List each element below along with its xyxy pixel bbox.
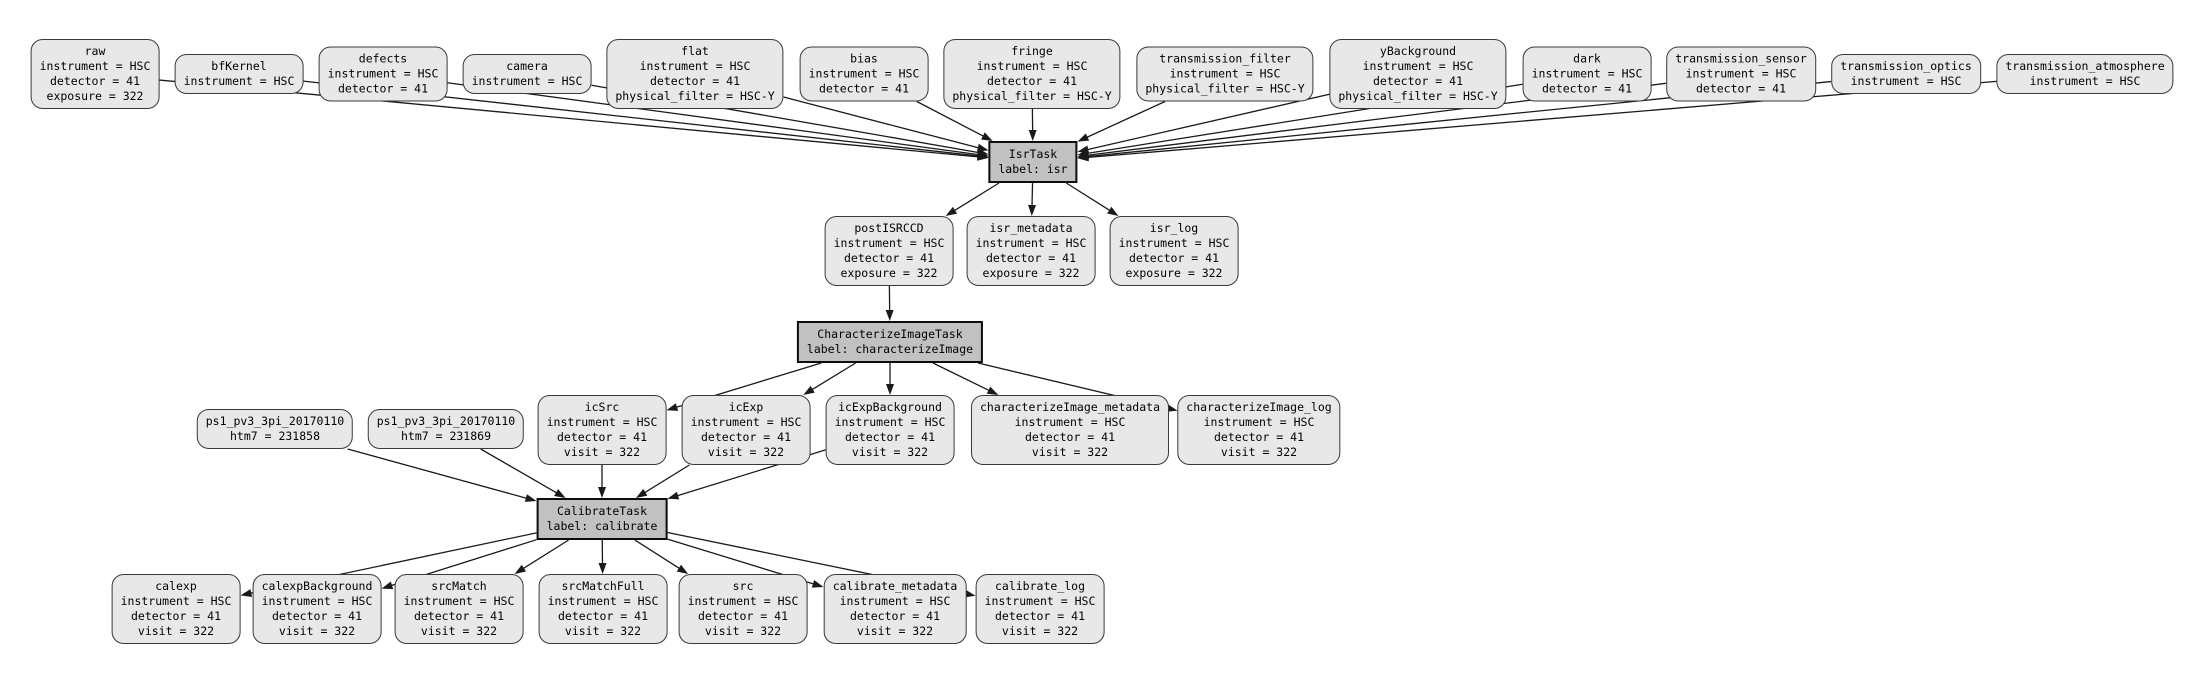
edge-characterizeImage_task-to-icExp xyxy=(810,362,856,391)
node-bias: bias instrument = HSC detector = 41 xyxy=(799,46,929,102)
node-flat: flat instrument = HSC detector = 41 phys… xyxy=(606,39,784,109)
node-defects: defects instrument = HSC detector = 41 xyxy=(318,46,448,102)
edge-transmission_filter-to-isr_task xyxy=(1085,100,1166,139)
node-yBackground: yBackground instrument = HSC detector = … xyxy=(1329,39,1507,109)
node-characterizeImage_log: characterizeImage_log instrument = HSC d… xyxy=(1177,395,1341,465)
node-fringe: fringe instrument = HSC detector = 41 ph… xyxy=(943,39,1121,109)
node-icSrc: icSrc instrument = HSC detector = 41 vis… xyxy=(537,395,667,465)
node-calibrate_log: calibrate_log instrument = HSC detector … xyxy=(975,574,1105,644)
node-calibrate_metadata: calibrate_metadata instrument = HSC dete… xyxy=(823,574,967,644)
node-characterizeImage_metadata: characterizeImage_metadata instrument = … xyxy=(970,395,1170,465)
arrowhead-isr_task-to-postISRCCD xyxy=(945,206,958,216)
node-calibrate_task: CalibrateTask label: calibrate xyxy=(536,498,668,540)
node-isr_metadata: isr_metadata instrument = HSC detector =… xyxy=(966,216,1096,286)
arrowhead-characterizeImage_task-to-icSrc xyxy=(666,403,679,411)
node-transmission_optics: transmission_optics instrument = HSC xyxy=(1831,54,1981,94)
arrowhead-calibrate_task-to-calibrate_metadata xyxy=(811,579,824,588)
arrowhead-calibrate_task-to-calexpBackground xyxy=(381,581,394,590)
arrowhead-characterizeImage_task-to-characterizeImage_metadata xyxy=(986,386,999,395)
edge-transmission_atmosphere-to-isr_task xyxy=(1086,80,1997,159)
edge-calibrate_task-to-srcMatch xyxy=(521,539,569,570)
node-postISRCCD: postISRCCD instrument = HSC detector = 4… xyxy=(824,216,954,286)
node-dark: dark instrument = HSC detector = 41 xyxy=(1522,46,1652,102)
arrowhead-bias-to-isr_task xyxy=(981,132,993,141)
arrowhead-ps1_b-to-calibrate_task xyxy=(554,489,566,498)
node-ps1_a: ps1_pv3_3pi_20170110 htm7 = 231858 xyxy=(196,409,354,449)
node-bfKernel: bfKernel instrument = HSC xyxy=(174,54,304,94)
edge-calibrate_task-to-src xyxy=(634,539,681,570)
arrowhead-characterizeImage_task-to-icExpBackground xyxy=(886,384,894,395)
edge-isr_task-to-isr_log xyxy=(1065,182,1112,212)
edge-defects-to-isr_task xyxy=(447,82,980,156)
arrowhead-calibrate_task-to-calexp xyxy=(240,589,253,598)
arrowhead-calibrate_task-to-calibrate_log xyxy=(963,589,976,598)
arrowhead-calibrate_task-to-srcMatchFull xyxy=(598,562,607,574)
arrowhead-postISRCCD-to-characterizeImage_task xyxy=(885,309,894,321)
edge-bias-to-isr_task xyxy=(916,100,985,138)
edge-yBackground-to-isr_task xyxy=(1086,93,1330,151)
edge-ps1_b-to-calibrate_task xyxy=(480,448,559,495)
edge-ps1_a-to-calibrate_task xyxy=(347,448,528,500)
arrowhead-icExpBackground-to-calibrate_task xyxy=(667,491,680,500)
arrowhead-calibrate_task-to-srcMatch xyxy=(514,564,527,574)
node-srcMatchFull: srcMatchFull instrument = HSC detector =… xyxy=(538,574,668,644)
node-raw: raw instrument = HSC detector = 41 expos… xyxy=(30,39,160,109)
node-ps1_b: ps1_pv3_3pi_20170110 htm7 = 231869 xyxy=(367,409,525,449)
arrowhead-fringe-to-isr_task xyxy=(1028,129,1037,141)
edge-icExp-to-calibrate_task xyxy=(643,464,690,494)
node-transmission_sensor: transmission_sensor instrument = HSC det… xyxy=(1666,46,1816,102)
node-isr_task: IsrTask label: isr xyxy=(988,141,1078,183)
node-transmission_filter: transmission_filter instrument = HSC phy… xyxy=(1136,46,1314,102)
arrowhead-transmission_atmosphere-to-isr_task xyxy=(1077,153,1089,162)
arrowhead-icSrc-to-calibrate_task xyxy=(598,487,606,498)
node-calexp: calexp instrument = HSC detector = 41 vi… xyxy=(111,574,241,644)
node-calexpBackground: calexpBackground instrument = HSC detect… xyxy=(252,574,382,644)
edge-flat-to-isr_task xyxy=(783,96,980,149)
node-srcMatch: srcMatch instrument = HSC detector = 41 … xyxy=(394,574,524,644)
arrowhead-calibrate_task-to-src xyxy=(676,564,689,574)
arrowhead-isr_task-to-isr_metadata xyxy=(1028,204,1037,216)
node-isr_log: isr_log instrument = HSC detector = 41 e… xyxy=(1109,216,1239,286)
edge-characterizeImage_task-to-characterizeImage_metadata xyxy=(932,362,991,392)
node-src: src instrument = HSC detector = 41 visit… xyxy=(678,574,808,644)
node-camera: camera instrument = HSC xyxy=(462,54,592,94)
arrowhead-icExp-to-calibrate_task xyxy=(635,488,648,498)
arrowhead-flat-to-isr_task xyxy=(976,143,989,152)
arrowhead-transmission_filter-to-isr_task xyxy=(1077,133,1090,142)
node-icExpBackground: icExpBackground instrument = HSC detecto… xyxy=(825,395,955,465)
edge-isr_task-to-postISRCCD xyxy=(952,182,1000,212)
arrowhead-ps1_a-to-calibrate_task xyxy=(524,494,537,502)
node-icExp: icExp instrument = HSC detector = 41 vis… xyxy=(681,395,811,465)
arrowhead-characterizeImage_task-to-icExp xyxy=(803,385,815,395)
edge-isr_task-to-isr_metadata xyxy=(1031,182,1034,208)
node-characterizeImage_task: CharacterizeImageTask label: characteriz… xyxy=(796,321,984,363)
arrowhead-isr_task-to-isr_log xyxy=(1107,206,1119,216)
node-transmission_atmosphere: transmission_atmosphere instrument = HSC xyxy=(1996,54,2174,94)
